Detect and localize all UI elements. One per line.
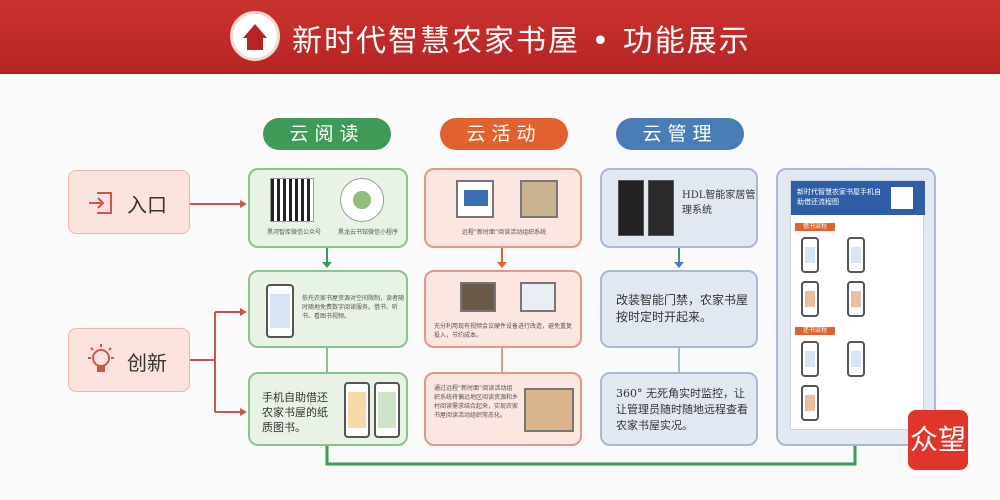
reading-entry-card: 黑河智库微信公众号 黑龙云书馆微信小程序 — [248, 168, 408, 248]
reading-event-photo — [524, 388, 574, 432]
management-door-card: 改装智能门禁，农家书屋按时定时开起来。 — [600, 270, 758, 348]
phone-icon — [847, 237, 865, 273]
lightbulb-icon — [88, 344, 114, 372]
miniprogram-code-icon[interactable] — [340, 178, 384, 222]
cloud-reading-tab[interactable]: 云阅读 — [263, 118, 391, 150]
borrow-section-label: 借书流程 — [795, 223, 835, 231]
smart-home-text: HDL智能家居管理系统 — [682, 190, 756, 216]
innovation-box: 创新 — [68, 328, 190, 392]
activity-logo-icon — [456, 180, 494, 218]
cloud-activity-tab[interactable]: 云活动 — [440, 118, 568, 150]
bookhouse-logo-icon — [230, 11, 280, 61]
video-screen-photo — [460, 282, 496, 312]
entry-box: 入口 — [68, 170, 190, 234]
page-title: 新时代智慧农家书屋 • 功能展示 — [292, 24, 751, 59]
app-screen-photo — [618, 180, 644, 236]
miniprogram-caption: 黑龙云书馆微信小程序 — [337, 229, 398, 236]
entry-label: 入口 — [127, 193, 167, 217]
activity-remote-card: 通过远程“新时面”阅读活动组织系统将偏远地区阅读资源和乡村阅读需求结合起来，实现… — [424, 372, 582, 446]
management-monitor-card: 360° 无死角实时监控，让让管理员随时随地远程查看农家书屋实况。 — [600, 372, 758, 446]
header-banner: 新时代智慧农家书屋 • 功能展示 — [0, 0, 1000, 74]
return-section-label: 还书流程 — [795, 327, 835, 335]
self-borrow-text: 手机自助借还农家书屋的纸质图书。 — [262, 391, 328, 434]
app-screen-photo — [648, 180, 674, 236]
phone-icon — [847, 341, 865, 377]
phone-icon — [801, 281, 819, 317]
login-icon — [89, 192, 112, 214]
phone-icon — [374, 382, 400, 438]
remote-activity-text: 通过远程“新时面”阅读活动组织系统将偏远地区阅读资源和乡村阅读需求结合起来，实现… — [434, 385, 519, 419]
phone-icon — [801, 237, 819, 273]
poster-image: 新时代智慧农家书屋手机自助借还流程图 借书流程 还书流程 — [790, 180, 925, 430]
poster-title: 新时代智慧农家书屋手机自助借还流程图 — [797, 188, 881, 206]
cloud-management-tab[interactable]: 云管理 — [616, 118, 744, 150]
zhongwang-watermark-logo: 众望 — [908, 410, 968, 470]
video-reuse-text: 充分利用现有视频会议硬件设备进行改造，避免重复投入，节约成本。 — [434, 323, 573, 339]
wechat-qr-icon[interactable] — [270, 178, 314, 222]
smart-door-text: 改装智能门禁，农家书屋按时定时开起来。 — [616, 293, 749, 324]
meeting-photo — [520, 180, 558, 218]
phone-icon — [266, 284, 294, 338]
flow-poster-card: 新时代智慧农家书屋手机自助借还流程图 借书流程 还书流程 — [776, 168, 936, 446]
management-entry-card: HDL智能家居管理系统 — [600, 168, 758, 248]
activity-entry-card: 远程“新时面”阅读活动组织系统 — [424, 168, 582, 248]
activity-system-caption: 远程“新时面”阅读活动组织系统 — [461, 229, 547, 236]
phone-icon — [847, 281, 865, 317]
activity-video-card: 充分利用现有视频会议硬件设备进行改造，避免重复投入，节约成本。 — [424, 270, 582, 348]
poster-qr-icon — [891, 187, 913, 209]
reading-digital-card: 依托农家书屋资源对空间限制，读者随时随地免费数字阅读服务。借书、听书、看图书视频… — [248, 270, 408, 348]
phone-icon — [801, 385, 819, 421]
wechat-caption: 黑河智库微信公众号 — [266, 229, 321, 236]
monitoring-text: 360° 无死角实时监控，让让管理员随时随地远程查看农家书屋实况。 — [616, 387, 748, 432]
digital-reading-text: 依托农家书屋资源对空间限制，读者随时随地免费数字阅读服务。借书、听书、看图书视频… — [302, 295, 405, 320]
reading-borrow-card: 手机自助借还农家书屋的纸质图书。 — [248, 372, 408, 446]
phone-icon — [801, 341, 819, 377]
innovation-label: 创新 — [127, 351, 167, 375]
conference-terminal-photo — [520, 282, 556, 312]
phone-icon — [344, 382, 370, 438]
